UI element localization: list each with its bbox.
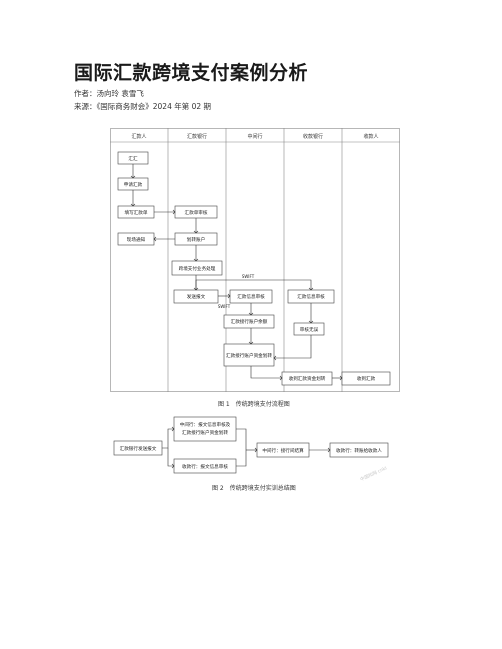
summary-arrows [162,426,331,469]
box-mid-top-label-1: 中间行：报文信息审核及 [180,421,231,428]
box-remit-label: 汇汇 [128,155,138,162]
lane-remit-bank: 汇款银行 [187,133,207,140]
figure1-caption: 图 1 传统跨境支付流程图 [218,401,290,408]
author-line: 作者：汤向玲 袁雪飞 [74,89,144,98]
box-receive-label: 收到汇款 [357,375,376,382]
box-recv-check-label: 汇款信息审核 [297,293,325,300]
box-no-reply [293,322,325,336]
box-confirm-label: 现场通知 [127,236,146,243]
box-transfer [223,314,275,329]
article-title: 国际汇款跨境支付案例分析 [74,62,309,84]
flow-arrows [130,164,343,381]
box-mid-bottom-label: 收款行：报文信息审核 [182,463,228,470]
box-send-label: 发送报文 [187,293,206,300]
box-no-reply-label: 审核无误 [300,326,319,333]
swift-label-1: SWIFT [242,274,255,279]
box-end-label: 收款行：转账给收款人 [336,447,382,454]
box-info-check-label: 汇款信息审核 [237,293,265,300]
swift-label-2: SWIFT [218,304,231,309]
box-apply-label: 申请汇款 [124,181,143,188]
box-start-label: 汇款银行发送报文 [120,445,157,452]
box-fund-label: 汇款接行账户资金划转 [226,352,272,359]
box-process [171,260,223,276]
box-receive [341,371,391,386]
box-recv-fund [281,371,333,386]
box-fund [223,343,275,367]
box-debit-label: 划转账户 [187,236,205,243]
box-fill-label: 填写汇款单 [125,209,148,216]
figure2-diagram: 汇款银行发送报文 中间行：报文信息审核及 汇款接行账户资金划转 收款行：报文信息… [113,416,389,481]
box-mid-top-label-2: 汇款接行账户资金划转 [182,429,228,436]
box-transfer-label: 汇款接行账户余额 [231,318,268,325]
lane-payee: 收款人 [363,133,378,140]
watermark: 中国知网 cnki [359,464,388,481]
lane-recv-bank: 收款银行 [303,133,323,140]
box-review-label: 汇款单审核 [185,209,208,216]
box-process-label: 跨境支付业务处理 [179,265,216,272]
box-mid-right-label: 中间行：接行间结算 [262,447,304,454]
box-mid-top [173,416,237,442]
lane-intermediary: 中间行 [247,133,262,140]
lane-remitter: 汇款人 [131,133,146,140]
flowchart-frame [110,128,400,392]
source-line: 来源：《国际商务财会》2024 年第 02 期 [74,102,212,111]
figure1-flowchart: 汇款人 汇款银行 中间行 收款银行 收款人 汇汇 申请汇款 填写汇款单 现场通知… [110,128,400,392]
box-recv-fund-label: 收到汇款资金划转 [289,375,326,382]
figure2-caption: 图 2 传统跨境支付实训总结图 [212,485,296,492]
